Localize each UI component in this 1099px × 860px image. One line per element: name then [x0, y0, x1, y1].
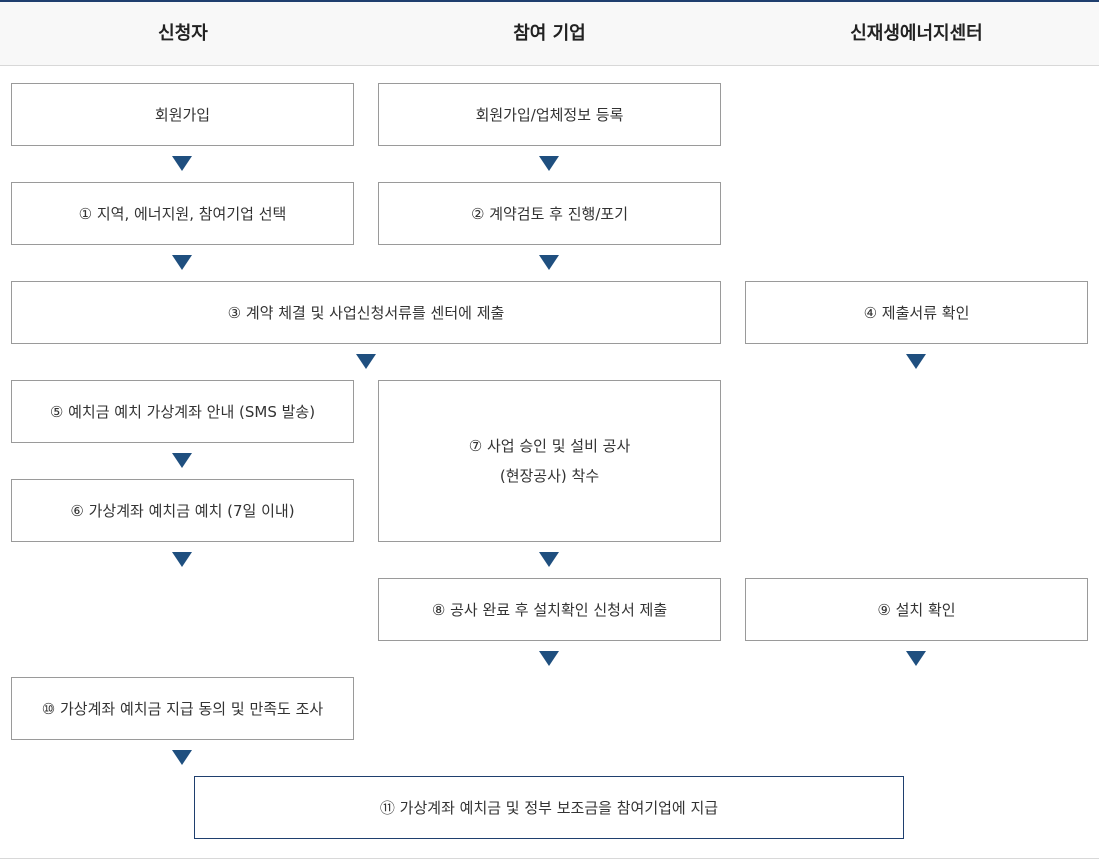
bottom-divider — [0, 858, 1099, 859]
step-6-label: ⑥ 가상계좌 예치금 예치 (7일 이내) — [70, 501, 295, 520]
arrow-down-icon — [539, 156, 559, 171]
step-1-label: ① 지역, 에너지원, 참여기업 선택 — [78, 204, 287, 223]
step-signup-label: 회원가입 — [154, 105, 211, 124]
arrow-down-icon — [172, 552, 192, 567]
step-4: ④ 제출서류 확인 — [745, 281, 1088, 344]
arrow-down-icon — [356, 354, 376, 369]
step-8: ⑧ 공사 완료 후 설치확인 신청서 제출 — [378, 578, 721, 641]
step-4-label: ④ 제출서류 확인 — [863, 303, 970, 322]
step-6: ⑥ 가상계좌 예치금 예치 (7일 이내) — [11, 479, 354, 542]
arrow-down-icon — [172, 156, 192, 171]
step-2-label: ② 계약검토 후 진행/포기 — [470, 204, 628, 223]
step-10: ⑩ 가상계좌 예치금 지급 동의 및 만족도 조사 — [11, 677, 354, 740]
arrow-down-icon — [539, 552, 559, 567]
step-3-label: ③ 계약 체결 및 사업신청서류를 센터에 제출 — [227, 303, 505, 322]
column-header-bar: 신청자 참여 기업 신재생에너지센터 — [0, 0, 1099, 66]
arrow-down-icon — [172, 750, 192, 765]
step-9: ⑨ 설치 확인 — [745, 578, 1088, 641]
step-3: ③ 계약 체결 및 사업신청서류를 센터에 제출 — [11, 281, 721, 344]
arrow-down-icon — [539, 255, 559, 270]
step-5-label: ⑤ 예치금 예치 가상계좌 안내 (SMS 발송) — [49, 402, 316, 421]
step-7: ⑦ 사업 승인 및 설비 공사 (현장공사) 착수 — [378, 380, 721, 542]
column-header-applicant: 신청자 — [158, 23, 208, 44]
step-company-signup-label: 회원가입/업체정보 등록 — [475, 105, 624, 124]
column-header-center: 신재생에너지센터 — [850, 23, 983, 44]
step-1: ① 지역, 에너지원, 참여기업 선택 — [11, 182, 354, 245]
step-11-label: ⑪ 가상계좌 예치금 및 정부 보조금을 참여기업에 지급 — [379, 798, 719, 817]
step-company-signup: 회원가입/업체정보 등록 — [378, 83, 721, 146]
step-7-label-line2: (현장공사) 착수 — [499, 467, 600, 485]
arrow-down-icon — [172, 453, 192, 468]
step-9-label: ⑨ 설치 확인 — [877, 600, 956, 619]
column-header-company: 참여 기업 — [513, 23, 586, 44]
step-11: ⑪ 가상계좌 예치금 및 정부 보조금을 참여기업에 지급 — [194, 776, 904, 839]
arrow-down-icon — [906, 354, 926, 369]
arrow-down-icon — [172, 255, 192, 270]
step-5: ⑤ 예치금 예치 가상계좌 안내 (SMS 발송) — [11, 380, 354, 443]
step-2: ② 계약검토 후 진행/포기 — [378, 182, 721, 245]
arrow-down-icon — [906, 651, 926, 666]
arrow-down-icon — [539, 651, 559, 666]
step-7-label-line1: ⑦ 사업 승인 및 설비 공사 — [468, 437, 631, 455]
step-8-label: ⑧ 공사 완료 후 설치확인 신청서 제출 — [431, 600, 668, 619]
step-10-label: ⑩ 가상계좌 예치금 지급 동의 및 만족도 조사 — [41, 699, 324, 718]
step-signup: 회원가입 — [11, 83, 354, 146]
